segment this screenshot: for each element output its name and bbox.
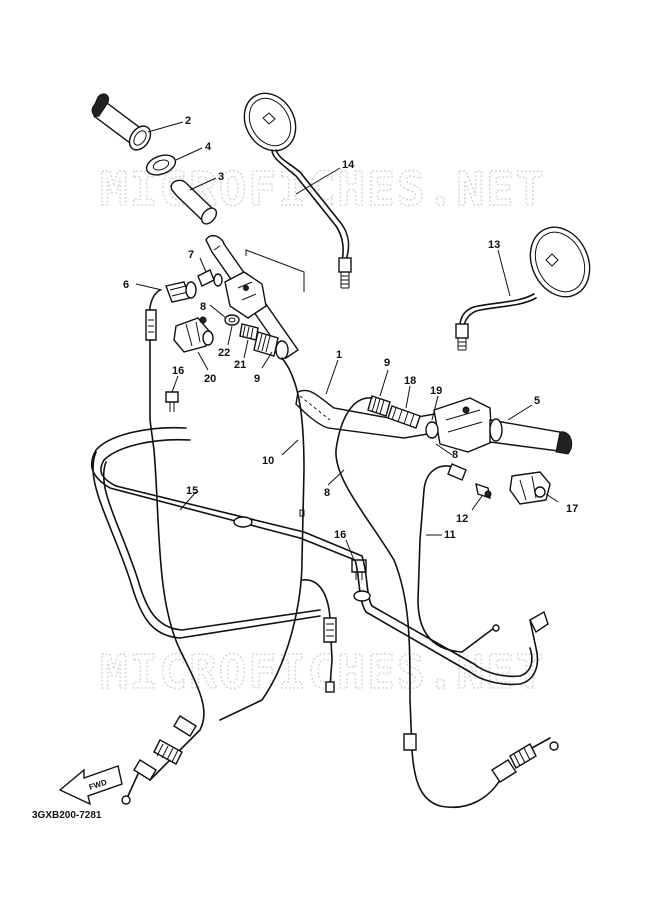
part-14-mirror-left[interactable] — [234, 84, 352, 289]
callout-1[interactable]: 1 — [336, 349, 342, 361]
part-7-screw[interactable] — [197, 269, 223, 287]
part-17-switch-right[interactable] — [509, 471, 551, 505]
callout-9-b[interactable]: 9 — [254, 373, 260, 385]
part-21-adjuster[interactable] — [239, 323, 259, 341]
part-20-switch-left[interactable] — [173, 316, 214, 353]
callout-8-c[interactable]: 8 — [452, 449, 458, 461]
part-15-guard-bar[interactable] — [90, 426, 549, 686]
callout-14[interactable]: 14 — [342, 159, 355, 171]
part-6-lever-holder[interactable] — [165, 281, 197, 303]
callout-20[interactable]: 20 — [204, 373, 216, 385]
diagram-code: 3GXB200-7281 — [32, 810, 102, 821]
part-3-throttle-sleeve[interactable] — [170, 179, 219, 226]
callout-2[interactable]: 2 — [185, 115, 191, 127]
callout-21[interactable]: 21 — [234, 359, 246, 371]
part-22-washer[interactable] — [224, 314, 240, 326]
callout-17[interactable]: 17 — [566, 503, 578, 515]
assembly-bracket-left — [245, 249, 305, 292]
part-10-cable-left[interactable] — [219, 357, 305, 721]
callout-22[interactable]: 22 — [218, 347, 230, 359]
callout-3[interactable]: 3 — [218, 171, 224, 183]
callout-19[interactable]: 19 — [430, 385, 442, 397]
leader-lines — [135, 121, 559, 561]
callout-4[interactable]: 4 — [205, 141, 212, 153]
callouts: 1 2 3 4 5 6 7 8 8 8 9 9 10 11 12 13 14 1… — [123, 115, 578, 541]
part-9-adjuster-left[interactable] — [253, 331, 289, 360]
watermark-bottom: MICROFICHES.NET — [100, 645, 545, 699]
callout-16-a[interactable]: 16 — [172, 365, 184, 377]
callout-18[interactable]: 18 — [404, 375, 416, 387]
part-5-grip-right[interactable] — [489, 418, 573, 455]
part-11-cable[interactable] — [417, 463, 500, 653]
callout-5[interactable]: 5 — [534, 395, 540, 407]
part-2-grip[interactable] — [91, 93, 155, 154]
callout-8-b[interactable]: 8 — [324, 487, 330, 499]
part-8-cable-right[interactable] — [335, 397, 559, 809]
callout-11[interactable]: 11 — [444, 529, 456, 541]
callout-16-b[interactable]: 16 — [334, 529, 346, 541]
right-switch-housing[interactable] — [433, 397, 493, 453]
cable-throttle-branch[interactable] — [301, 579, 337, 693]
cable-clutch-left[interactable] — [121, 289, 205, 805]
callout-15[interactable]: 15 — [186, 485, 198, 497]
part-13-mirror-right[interactable] — [455, 218, 601, 351]
callout-6[interactable]: 6 — [123, 279, 129, 291]
part-12-cable-end[interactable] — [475, 482, 492, 500]
callout-10[interactable]: 10 — [262, 455, 274, 467]
callout-13[interactable]: 13 — [488, 239, 500, 251]
callout-7[interactable]: 7 — [188, 249, 194, 261]
part-19-washer-right[interactable] — [425, 421, 439, 439]
part-4-washer[interactable] — [144, 151, 178, 178]
part-16-bolt-left[interactable] — [165, 391, 179, 412]
callout-9-a[interactable]: 9 — [384, 357, 390, 369]
left-switch-housing[interactable] — [224, 271, 267, 319]
callout-12[interactable]: 12 — [456, 513, 468, 525]
fwd-arrow-icon: FWD — [58, 765, 123, 806]
part-18-adjuster-right[interactable] — [387, 405, 421, 429]
callout-8-a[interactable]: 8 — [200, 301, 206, 313]
part-9-adjuster-right[interactable] — [367, 395, 391, 417]
